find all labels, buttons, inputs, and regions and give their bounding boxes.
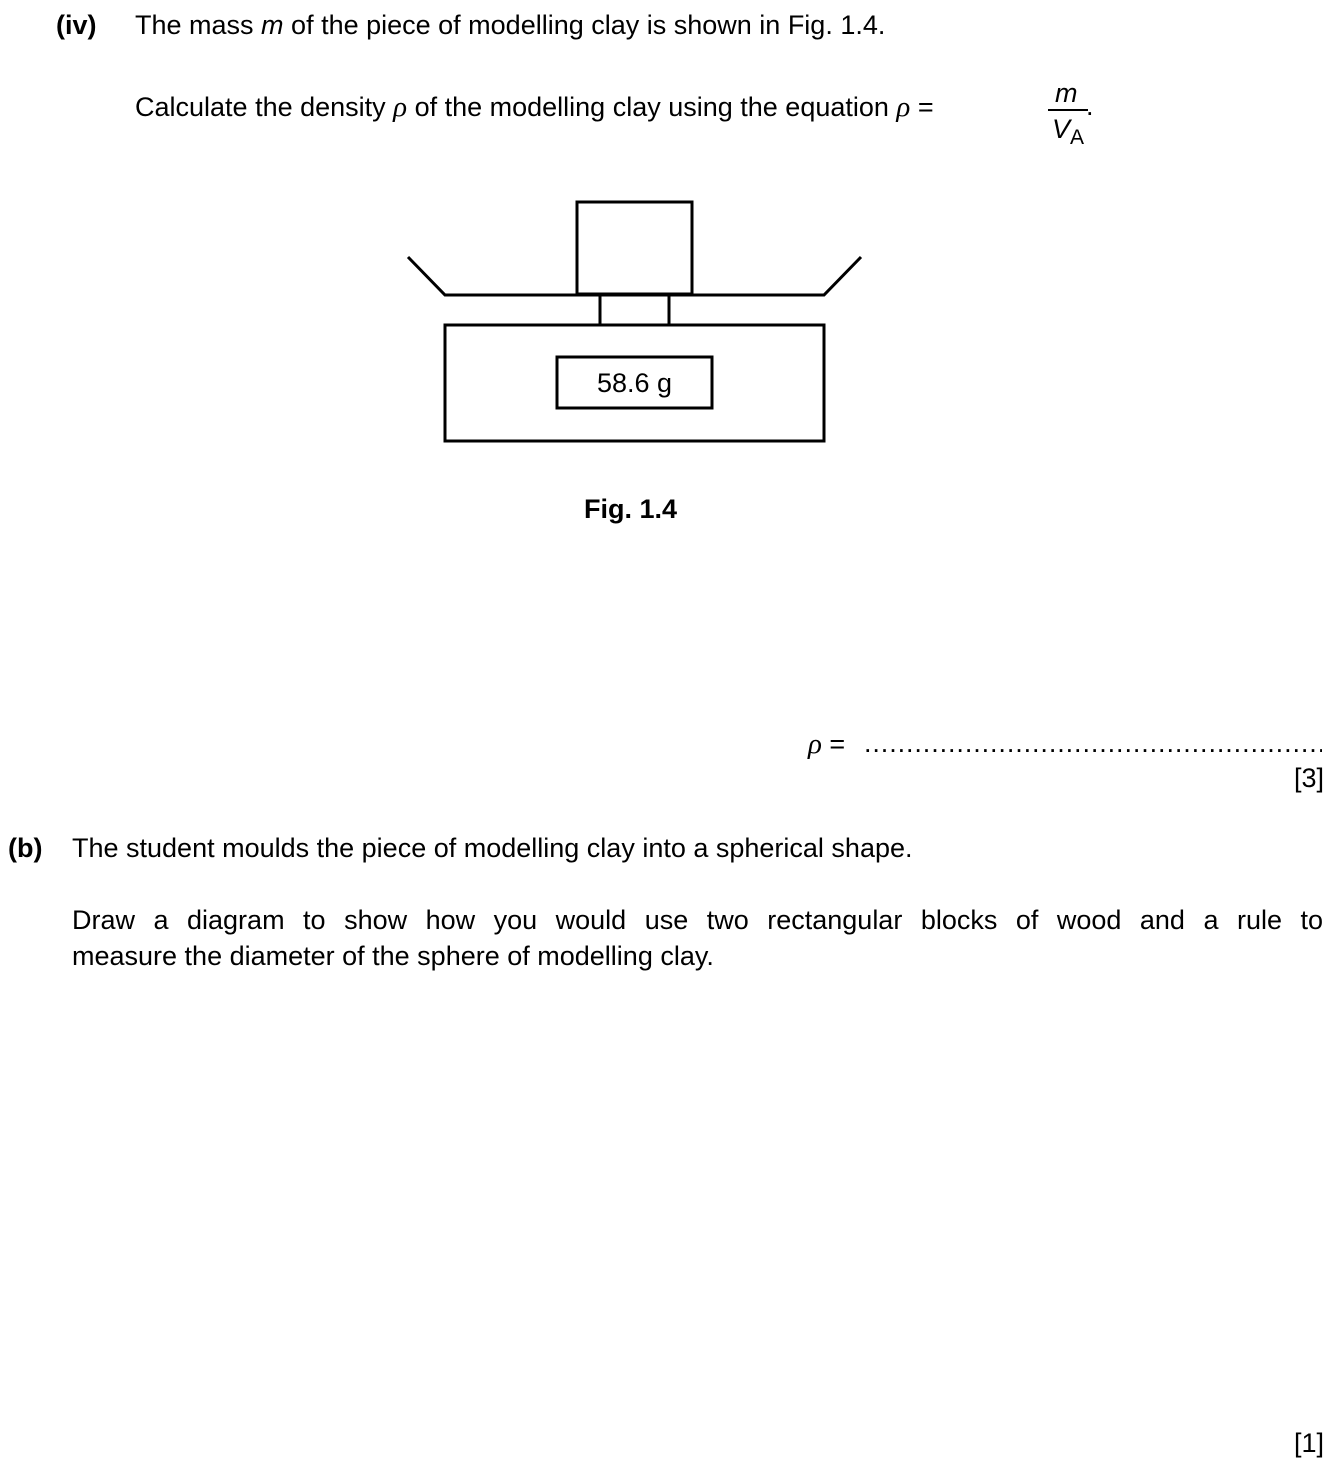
fraction-numerator: m [1055,78,1078,108]
marks-part-b: [1] [1293,1428,1324,1458]
text-segment: The mass [135,10,262,40]
balance-display [555,355,714,410]
drawing-answer-space[interactable] [80,990,1320,1410]
volume-variable: V [1052,114,1071,144]
balance-reading: 58.6 g [596,368,673,398]
part-iv-question-line1: The mass m of the piece of modelling cla… [135,10,885,41]
balance-pan [406,255,863,297]
clay-block [575,200,694,296]
part-b-line3: measure the diameter of the sphere of mo… [72,941,714,971]
answer-equals: = [821,729,846,759]
answer-label: ρ = [808,728,845,761]
density-fraction: m VA [1046,78,1090,152]
equation-density-symbol: ρ [896,91,911,123]
mass-variable: m [261,10,284,40]
equation-equals: = [910,92,934,122]
part-iv-label: (iv) [56,10,97,40]
balance-diagram [406,200,863,443]
part-b-line1: The student moulds the piece of modellin… [72,833,913,863]
answer-dotted-line[interactable]: ........................................… [864,728,1322,758]
text-segment: of the modelling clay using the equation [407,92,897,122]
part-b-label: (b) [8,833,43,863]
fraction-bar [1048,109,1088,111]
balance-body [443,323,826,443]
text-segment: Calculate the density [135,92,394,122]
density-symbol: ρ [393,91,408,123]
marks-part-iv: [3] [1293,763,1324,793]
volume-subscript: A [1070,126,1085,149]
equation-period: . [1086,91,1094,121]
figure-caption: Fig. 1.4 [584,494,678,524]
text-segment: of the piece of modelling clay is shown … [283,10,886,40]
fraction-denominator: VA [1052,114,1084,149]
answer-density-symbol: ρ [808,728,822,760]
part-iv-question-line2: Calculate the density ρ of the modelling… [135,91,934,124]
part-b-line2: Draw a diagram to show how you would use… [72,905,1323,935]
